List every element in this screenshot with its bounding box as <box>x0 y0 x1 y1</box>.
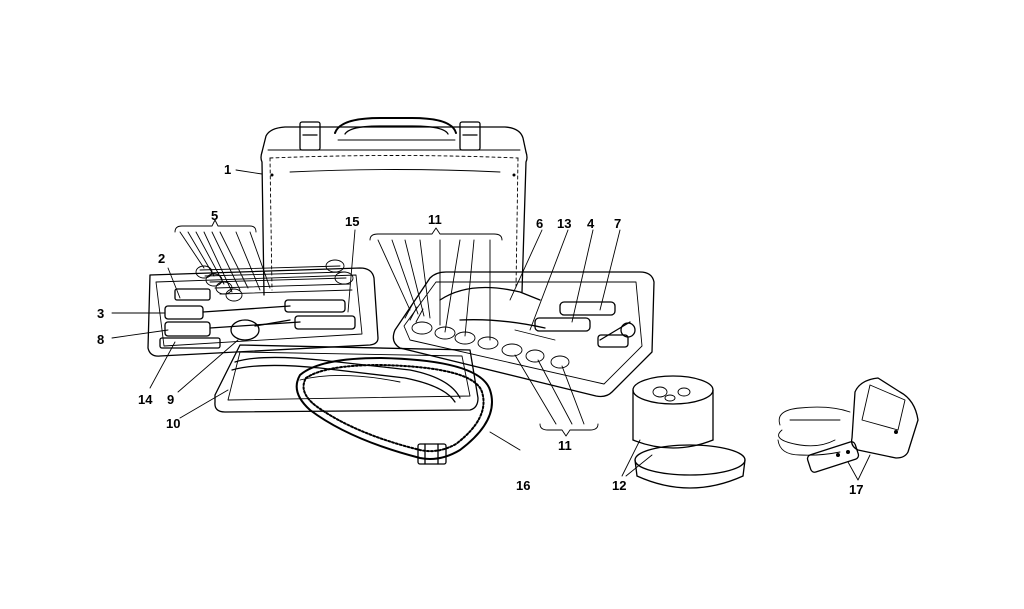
callout-4: 4 <box>587 216 595 231</box>
callout-8: 8 <box>97 332 104 347</box>
callout-16: 16 <box>516 478 530 493</box>
toothed-belt <box>295 357 493 465</box>
callout-2: 2 <box>158 251 165 266</box>
callout-10: 10 <box>166 416 180 431</box>
callout-5: 5 <box>211 208 218 223</box>
empty-tray <box>214 344 479 413</box>
flat-belt <box>231 356 461 403</box>
fuse-box <box>632 375 746 489</box>
callout-11-bottom: 11 <box>558 438 572 453</box>
inspection-lamp <box>777 377 919 473</box>
callout-12: 12 <box>612 478 626 493</box>
callout-17: 17 <box>849 482 863 497</box>
left-tool-tray <box>147 259 379 357</box>
callout-3: 3 <box>97 306 104 321</box>
tool-bag <box>260 117 528 296</box>
callout-1: 1 <box>224 162 231 177</box>
callout-11-top: 11 <box>428 212 442 227</box>
callout-14: 14 <box>138 392 153 407</box>
callout-labels: 1 2 3 4 5 6 7 8 9 10 11 11 12 13 14 15 1… <box>97 162 863 497</box>
callout-13: 13 <box>557 216 571 231</box>
callout-6: 6 <box>536 216 543 231</box>
callout-7: 7 <box>614 216 621 231</box>
callout-9: 9 <box>167 392 174 407</box>
callout-15: 15 <box>345 214 359 229</box>
right-tool-tray <box>392 271 655 398</box>
leader-lines <box>111 169 871 481</box>
